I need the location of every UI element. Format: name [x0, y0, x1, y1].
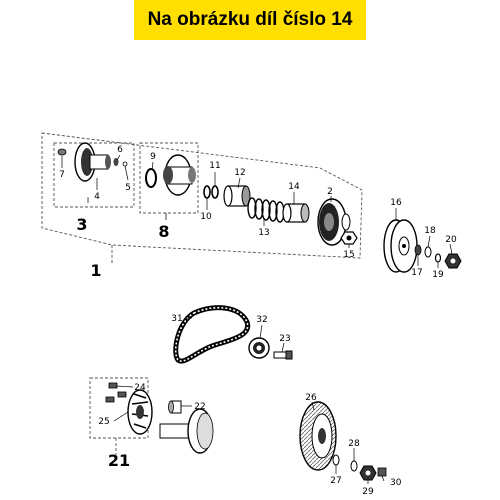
- label-24: 24: [134, 383, 146, 393]
- label-5: 5: [125, 183, 131, 193]
- label-17: 17: [411, 268, 422, 278]
- part-32-bearing: [248, 337, 270, 359]
- label-10: 10: [200, 212, 212, 222]
- washers-10-11: [203, 185, 219, 199]
- label-27: 27: [330, 476, 341, 486]
- banner-text: Na obrázku díl číslo 14: [147, 9, 353, 30]
- label-13: 13: [258, 228, 269, 238]
- parts-17-20-fasteners: [414, 244, 462, 269]
- part-15-nut: [340, 231, 358, 245]
- label-26: 26: [305, 393, 317, 403]
- label-28: 28: [348, 439, 360, 449]
- label-1: 1: [90, 261, 101, 280]
- label-25: 25: [98, 417, 109, 427]
- part-26-fan-pulley: [299, 401, 337, 471]
- label-2: 2: [327, 187, 333, 197]
- part-14-spacer: [282, 203, 310, 223]
- title-banner: Na obrázku díl číslo 14: [134, 0, 366, 40]
- label-3: 3: [76, 215, 87, 234]
- part-8-pulley: [145, 154, 196, 196]
- label-6: 6: [117, 145, 123, 155]
- part-13-spring: [247, 197, 285, 223]
- part-31-drive-belt: [173, 305, 251, 364]
- label-32: 32: [256, 315, 267, 325]
- leader-lines: [61, 154, 453, 484]
- label-8: 8: [158, 222, 169, 241]
- label-14: 14: [288, 182, 300, 192]
- label-29: 29: [362, 487, 374, 497]
- part-24-sliders: [105, 382, 127, 403]
- label-9: 9: [150, 152, 156, 162]
- part-3-drive-face: [57, 142, 128, 182]
- label-11: 11: [209, 161, 220, 171]
- label-23: 23: [279, 334, 290, 344]
- label-22: 22: [194, 402, 205, 412]
- label-7: 7: [59, 170, 65, 180]
- part-16-clutch-bell: [383, 219, 418, 273]
- label-20: 20: [445, 235, 457, 245]
- parts-27-30-fasteners: [332, 454, 387, 481]
- part-22-collar: [168, 400, 182, 414]
- front-pulley-face: [159, 408, 214, 454]
- label-12: 12: [234, 168, 245, 178]
- part-25-variator: [127, 389, 153, 435]
- label-16: 16: [390, 198, 402, 208]
- label-4: 4: [94, 192, 100, 202]
- part-12-sleeve: [223, 185, 251, 207]
- label-30: 30: [390, 478, 402, 488]
- label-18: 18: [424, 226, 436, 236]
- part-2-clutch: [317, 198, 351, 246]
- label-31: 31: [171, 314, 182, 324]
- label-19: 19: [432, 270, 444, 280]
- label-21: 21: [108, 451, 130, 470]
- part-labels: 1 2 3 4 5 6 7 8 9 10 11 12 13 14 15 16 1…: [59, 145, 457, 497]
- label-15: 15: [343, 250, 354, 260]
- part-23-bolt: [273, 350, 293, 360]
- group-1-outline: [41, 132, 363, 265]
